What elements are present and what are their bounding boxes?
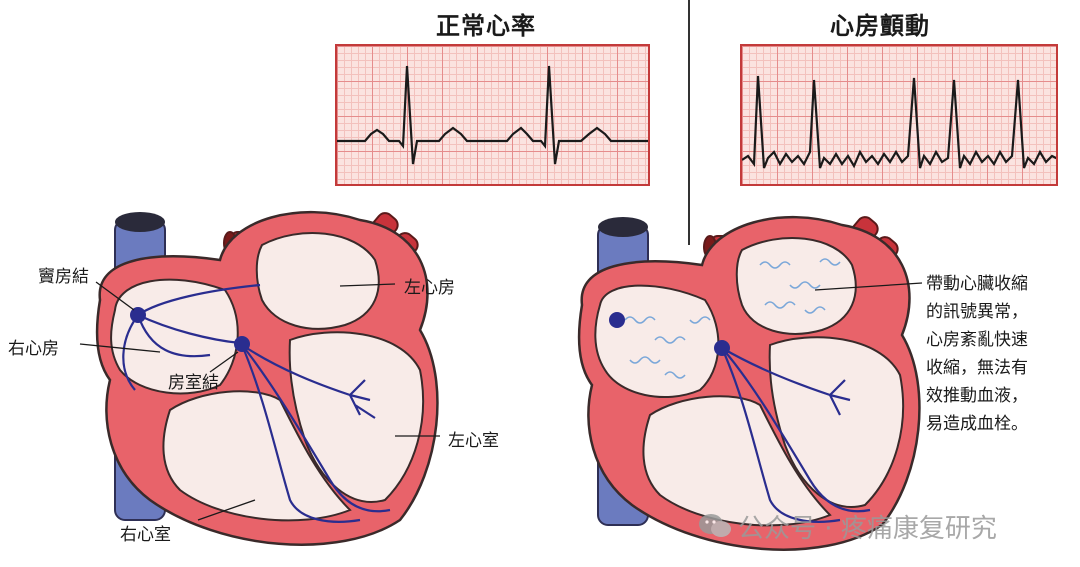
wechat-icon — [698, 512, 732, 547]
watermark: 公众号 · 疼痛康复研究 — [698, 508, 997, 547]
left-atrium-chamber — [255, 232, 380, 330]
label-right-atrium: 右心房 — [8, 339, 59, 359]
normal-ecg-strip — [335, 44, 650, 186]
afib-sa-node — [609, 312, 625, 328]
afib-left-atrium — [735, 237, 857, 335]
normal-rhythm-title: 正常心率 — [436, 12, 536, 40]
normal-heart — [79, 210, 440, 546]
watermark-separator: · — [824, 514, 833, 544]
watermark-name: 疼痛康复研究 — [840, 514, 997, 544]
right-atrium-chamber — [110, 278, 239, 395]
afib-ecg-strip — [740, 44, 1058, 186]
afib-right-atrium — [594, 284, 720, 398]
normal-ecg-trace — [337, 65, 648, 165]
conduction-pathways — [122, 283, 391, 523]
afib-note-line: 易造成血栓。 — [926, 414, 1028, 434]
panel-divider — [688, 0, 690, 245]
left-ventricle-chamber — [288, 331, 425, 503]
label-left-ventricle: 左心室 — [448, 431, 499, 451]
afib-heart — [577, 215, 923, 551]
afib-note-line: 心房紊亂快速 — [926, 330, 1028, 350]
afib-note-line: 帶動心臟收縮 — [926, 274, 1028, 294]
av-node-marker — [234, 336, 250, 352]
watermark-prefix: 公众号 — [738, 514, 817, 544]
sa-node-marker — [130, 307, 146, 323]
chaotic-signal-squiggles — [624, 258, 841, 379]
afib-note-line: 收縮，無法有 — [926, 358, 1028, 378]
label-right-ventricle: 右心室 — [120, 525, 171, 545]
afib-title: 心房顫動 — [830, 12, 930, 40]
afib-av-node — [714, 340, 730, 356]
afib-description: 帶動心臟收縮 的訊號異常， 心房紊亂快速 收縮，無法有 效推動血液， 易造成血栓… — [926, 270, 1028, 438]
right-ventricle-chamber — [162, 390, 352, 522]
label-left-atrium: 左心房 — [404, 278, 455, 298]
label-sa-node: 竇房結 — [38, 267, 89, 287]
afib-note-line: 效推動血液， — [926, 386, 1028, 406]
afib-note-line: 的訊號異常， — [926, 302, 1028, 322]
vena-cava-opening — [115, 212, 165, 232]
afib-ecg-trace — [742, 75, 1056, 169]
label-av-node: 房室結 — [168, 373, 219, 393]
label-leaders — [79, 281, 440, 521]
